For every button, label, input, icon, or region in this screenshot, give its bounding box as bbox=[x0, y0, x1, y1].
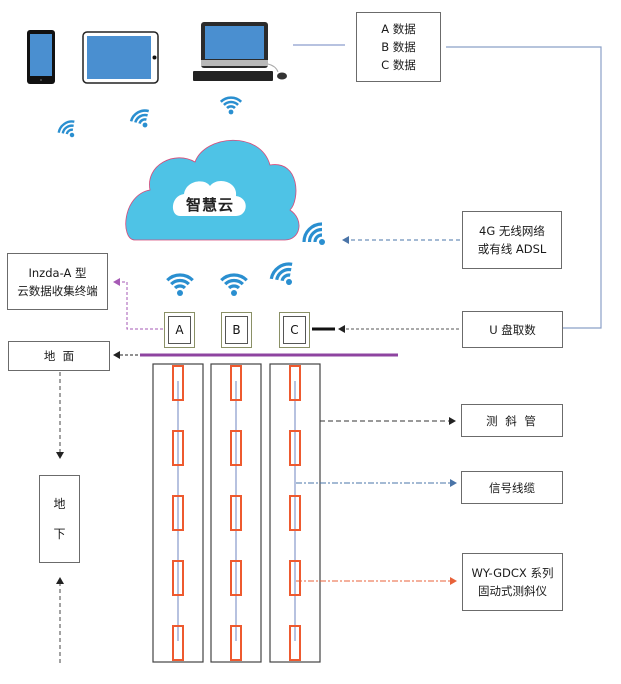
inclinometer-sensor bbox=[289, 495, 301, 531]
legend-inclinometer-tube: 测 斜 管 bbox=[461, 404, 563, 437]
logger-c: C bbox=[279, 312, 310, 348]
logger-a-label: A bbox=[168, 316, 191, 344]
ground-box-label: 地 面 bbox=[43, 349, 75, 363]
inclinometer-sensor bbox=[230, 365, 242, 401]
inclinometer-sensor bbox=[289, 430, 301, 466]
wifi-icon bbox=[302, 222, 325, 245]
inclinometer-tube-c bbox=[269, 363, 321, 663]
inclinometer-sensor bbox=[172, 625, 184, 661]
desktop-computer-icon bbox=[193, 22, 287, 81]
inclinometer-sensor bbox=[289, 625, 301, 661]
usb-box: U 盘取数 bbox=[462, 311, 563, 348]
legend-fixed-inclinometer: WY-GDCX 系列 固动式测斜仪 bbox=[462, 553, 563, 611]
smartphone-icon bbox=[27, 30, 55, 84]
data-box-line-b: B 数据 bbox=[381, 40, 416, 54]
inclinometer-sensor bbox=[230, 495, 242, 531]
data-box-line-c: C 数据 bbox=[381, 58, 416, 72]
wifi-icon bbox=[220, 273, 248, 296]
network-box-line-2: 或有线 ADSL bbox=[477, 242, 547, 256]
logger-c-label: C bbox=[283, 316, 306, 344]
wifi-icon bbox=[57, 120, 75, 138]
inclinometer-sensor bbox=[230, 625, 242, 661]
legend-fixed-inclinometer-line-2: 固动式测斜仪 bbox=[478, 584, 547, 598]
cloud-label: 智慧云 bbox=[186, 196, 235, 214]
underground-box-line-2: 下 bbox=[53, 527, 66, 541]
tablet-icon bbox=[82, 31, 159, 84]
data-box-line-a: A 数据 bbox=[381, 22, 416, 36]
legend-inclinometer-tube-label: 测 斜 管 bbox=[486, 413, 538, 428]
ground-box: 地 面 bbox=[8, 341, 110, 371]
wifi-icon bbox=[219, 96, 243, 115]
terminal-box-line-1: Inzda-A 型 bbox=[28, 265, 87, 280]
underground-box-line-1: 地 bbox=[53, 497, 66, 511]
logger-a: A bbox=[164, 312, 195, 348]
inclinometer-sensor bbox=[230, 430, 242, 466]
wifi-icon bbox=[166, 273, 194, 296]
wifi-icon bbox=[269, 262, 293, 285]
inclinometer-sensor bbox=[289, 365, 301, 401]
inclinometer-sensor bbox=[172, 430, 184, 466]
terminal-box-line-2: 云数据收集终端 bbox=[17, 283, 98, 298]
network-box-line-1: 4G 无线网络 bbox=[479, 224, 545, 238]
data-box: A 数据 B 数据 C 数据 bbox=[356, 12, 441, 82]
legend-fixed-inclinometer-line-1: WY-GDCX 系列 bbox=[471, 566, 554, 580]
inclinometer-sensor bbox=[172, 560, 184, 596]
logger-b-label: B bbox=[225, 316, 248, 344]
logger-to-terminal-connector bbox=[113, 278, 163, 330]
legend-signal-cable-label: 信号线缆 bbox=[489, 480, 535, 495]
inclinometer-sensor bbox=[172, 365, 184, 401]
terminal-box: Inzda-A 型 云数据收集终端 bbox=[7, 253, 108, 310]
inclinometer-tube-b bbox=[210, 363, 262, 663]
inclinometer-tube-a bbox=[152, 363, 204, 663]
inclinometer-sensor bbox=[230, 560, 242, 596]
network-box: 4G 无线网络 或有线 ADSL bbox=[462, 211, 562, 269]
usb-box-label: U 盘取数 bbox=[489, 322, 536, 337]
underground-box: 地 下 bbox=[39, 475, 80, 563]
logger-b: B bbox=[221, 312, 252, 348]
data-sync-connector bbox=[446, 46, 602, 329]
wifi-icon bbox=[129, 109, 150, 128]
legend-signal-cable: 信号线缆 bbox=[461, 471, 563, 504]
cloud-icon bbox=[125, 139, 300, 241]
inclinometer-sensor bbox=[289, 560, 301, 596]
inclinometer-sensor bbox=[172, 495, 184, 531]
